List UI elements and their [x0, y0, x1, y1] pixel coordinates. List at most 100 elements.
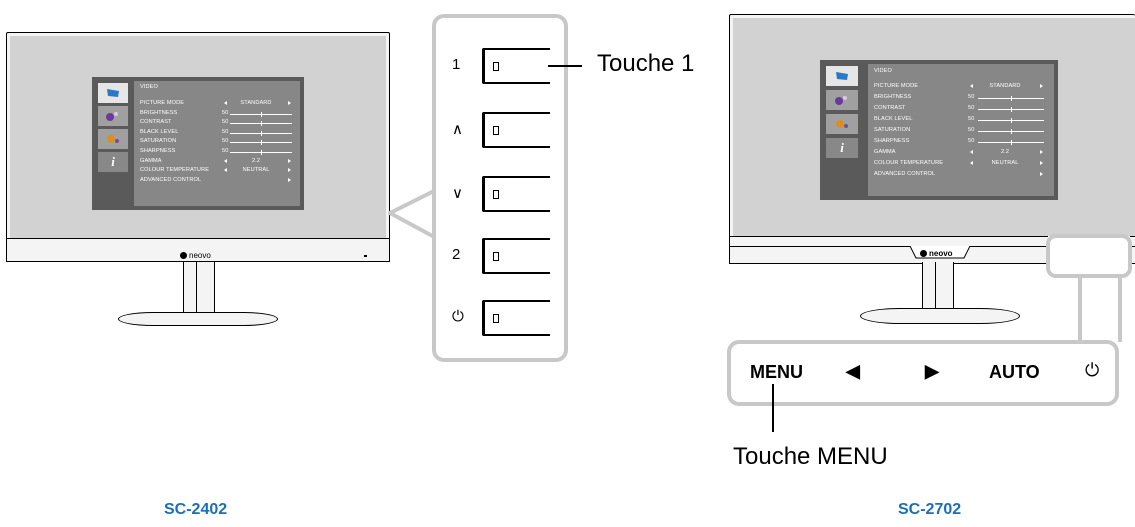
caption-left-model: SC-2402	[164, 501, 228, 518]
osd-row-label: CONTRAST	[874, 105, 906, 111]
osd-slider-knob[interactable]	[1011, 107, 1012, 112]
left-stand-base	[118, 312, 278, 326]
right-key-label: Touche MENU	[733, 443, 888, 470]
left-key-button[interactable]	[482, 238, 550, 274]
osd-row-value: 50	[222, 119, 229, 126]
osd-slider-knob[interactable]	[1011, 118, 1012, 123]
key-indicator	[493, 252, 499, 261]
osd-row-label: SHARPNESS	[140, 148, 176, 154]
osd-left-arrow-icon[interactable]	[224, 158, 227, 163]
osd-row-label: PICTURE MODE	[874, 83, 919, 89]
auto-button[interactable]: AUTO	[989, 362, 1040, 382]
osd-row-value: 50	[968, 127, 975, 133]
osd-row[interactable]: SATURATION 50	[140, 139, 294, 146]
osd-left-arrow-icon[interactable]	[224, 168, 227, 173]
osd-row-value: 2.2	[1000, 149, 1010, 155]
osd-submenu-arrow-icon[interactable]	[288, 177, 291, 182]
osd-row[interactable]: PICTURE MODE STANDARD	[874, 83, 1048, 91]
power-button[interactable]: ⏻	[1085, 360, 1100, 380]
info-icon[interactable]: i	[826, 138, 858, 158]
left-key-button[interactable]	[482, 112, 550, 148]
menu-button[interactable]: MENU	[750, 362, 803, 382]
video-icon[interactable]	[98, 83, 128, 103]
osd-row[interactable]: ADVANCED CONTROL	[140, 176, 294, 185]
left-key-button[interactable]	[482, 300, 550, 336]
key-indicator	[493, 126, 499, 135]
osd-row[interactable]: SHARPNESS 50	[874, 138, 1048, 146]
video-icon[interactable]	[826, 66, 858, 86]
osd-row-value: STANDARD	[989, 83, 1021, 89]
key-indicator	[493, 314, 499, 323]
osd-right-arrow-icon[interactable]	[288, 101, 291, 105]
osd-slider-knob[interactable]	[1011, 140, 1012, 145]
osd-row-label: PICTURE MODE	[140, 100, 185, 106]
osd-row-value: 50	[968, 105, 975, 111]
osd-row-label: ADVANCED CONTROL	[874, 171, 936, 177]
osd-submenu-arrow-icon[interactable]	[1040, 172, 1043, 176]
key-indicator	[493, 62, 499, 71]
osd-right-arrow-icon[interactable]	[288, 168, 291, 173]
osd-slider-knob[interactable]	[1011, 96, 1012, 101]
left-callout-connector	[388, 187, 439, 241]
left-monitor-chin	[6, 238, 390, 262]
right-arrow-button[interactable]: ▶	[925, 361, 939, 381]
osd-row[interactable]: BLACK LEVEL 50	[874, 116, 1048, 124]
osd-left-arrow-icon[interactable]	[970, 161, 973, 165]
osd-right-arrow-icon[interactable]	[1040, 84, 1043, 88]
osd-slider-knob[interactable]	[261, 111, 262, 117]
left-key-button[interactable]	[482, 48, 550, 84]
osd-right-arrow-icon[interactable]	[1040, 161, 1043, 165]
right-stand-base	[860, 308, 1020, 324]
osd-row-value: STANDARD	[240, 100, 272, 106]
osd-row-label: BRIGHTNESS	[140, 109, 178, 116]
osd-left-arrow-icon[interactable]	[970, 84, 973, 88]
left-key-button[interactable]	[482, 176, 550, 212]
osd-slider-knob[interactable]	[261, 150, 262, 155]
osd-row-value: 50	[222, 109, 229, 116]
right-brand-logo: neovo	[920, 249, 953, 258]
osd-slider-knob[interactable]	[1011, 129, 1012, 134]
up-icon: ∧	[452, 121, 463, 138]
osd-row-label: ADVANCED CONTROL	[140, 176, 202, 183]
osd-row[interactable]: CONTRAST 50	[874, 105, 1048, 113]
osd-row[interactable]: ADVANCED CONTROL	[874, 171, 1048, 179]
osd-row[interactable]: PICTURE MODE STANDARD	[140, 100, 294, 108]
osd-row-value: 50	[968, 138, 975, 144]
osd-row-value: 2.2	[251, 157, 261, 164]
audio-icon[interactable]	[826, 90, 858, 110]
audio-icon[interactable]	[98, 106, 128, 126]
left-arrow-button[interactable]: ◀	[846, 361, 860, 381]
osd-row-label: SHARPNESS	[874, 138, 910, 144]
left-osd-tabs: i	[98, 83, 128, 172]
key-1-icon: 1	[452, 56, 461, 73]
osd-slider-knob[interactable]	[261, 121, 262, 127]
osd-row-label: BLACK LEVEL	[874, 116, 913, 122]
osd-right-arrow-icon[interactable]	[1040, 150, 1043, 154]
osd-row-label: SATURATION	[140, 138, 177, 145]
settings-icon[interactable]	[98, 129, 128, 149]
osd-slider-knob[interactable]	[261, 130, 262, 136]
key-indicator	[493, 190, 499, 199]
osd-slider-knob[interactable]	[261, 140, 262, 146]
osd-right-arrow-icon[interactable]	[288, 158, 291, 163]
right-osd-tabs: i	[826, 66, 858, 158]
osd-left-arrow-icon[interactable]	[224, 101, 227, 105]
osd-row-value: 50	[968, 116, 975, 122]
osd-row-label: BLACK LEVEL	[140, 128, 179, 135]
settings-icon[interactable]	[826, 114, 858, 134]
osd-title: VIDEO	[874, 68, 892, 74]
info-icon[interactable]: i	[98, 152, 128, 172]
osd-left-arrow-icon[interactable]	[970, 150, 973, 154]
osd-row-value: 50	[222, 138, 229, 145]
osd-row[interactable]: BRIGHTNESS 50	[140, 109, 294, 118]
